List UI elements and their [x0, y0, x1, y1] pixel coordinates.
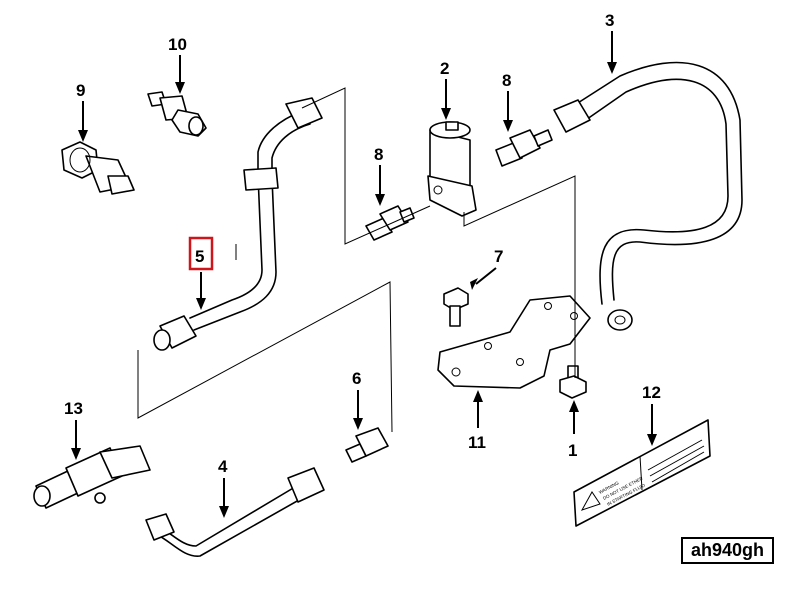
callout-11: 11 [468, 433, 486, 452]
part-1-nut [559, 365, 587, 399]
part-13-starting-aid [33, 445, 151, 509]
part-5-tube [153, 97, 323, 351]
callout-1: 1 [568, 441, 577, 460]
part-2-solenoid-valve [427, 121, 477, 217]
callout-13: 13 [64, 399, 83, 418]
part-11-bracket [437, 295, 591, 389]
part-6-fitting [345, 427, 389, 463]
callout-5: 5 [195, 247, 204, 266]
reference-code: ah940gh [681, 537, 774, 564]
callout-8-lower: 8 [374, 145, 383, 164]
callout-3: 3 [605, 11, 614, 30]
part-4-tube [145, 467, 325, 557]
part-8-fitting-upper [495, 129, 553, 167]
callout-4: 4 [218, 457, 228, 476]
callout-8-upper: 8 [502, 71, 511, 90]
callout-12: 12 [642, 383, 661, 402]
callout-2: 2 [440, 59, 449, 78]
part-8-fitting-lower [365, 205, 415, 241]
part-10-sensor [147, 91, 207, 137]
part-7-bolt [443, 287, 469, 327]
highlight-box-5 [188, 236, 214, 271]
callout-6: 6 [352, 369, 361, 388]
callout-10: 10 [168, 35, 187, 54]
part-12-warning-label: WARNING DO NOT USE ETHER IN STARTING FLU… [573, 419, 711, 527]
group-outline-lines [137, 87, 576, 433]
callout-7: 7 [494, 247, 503, 266]
part-9-switch [61, 141, 135, 195]
callout-9: 9 [76, 81, 85, 100]
part-3-tube [553, 61, 743, 331]
